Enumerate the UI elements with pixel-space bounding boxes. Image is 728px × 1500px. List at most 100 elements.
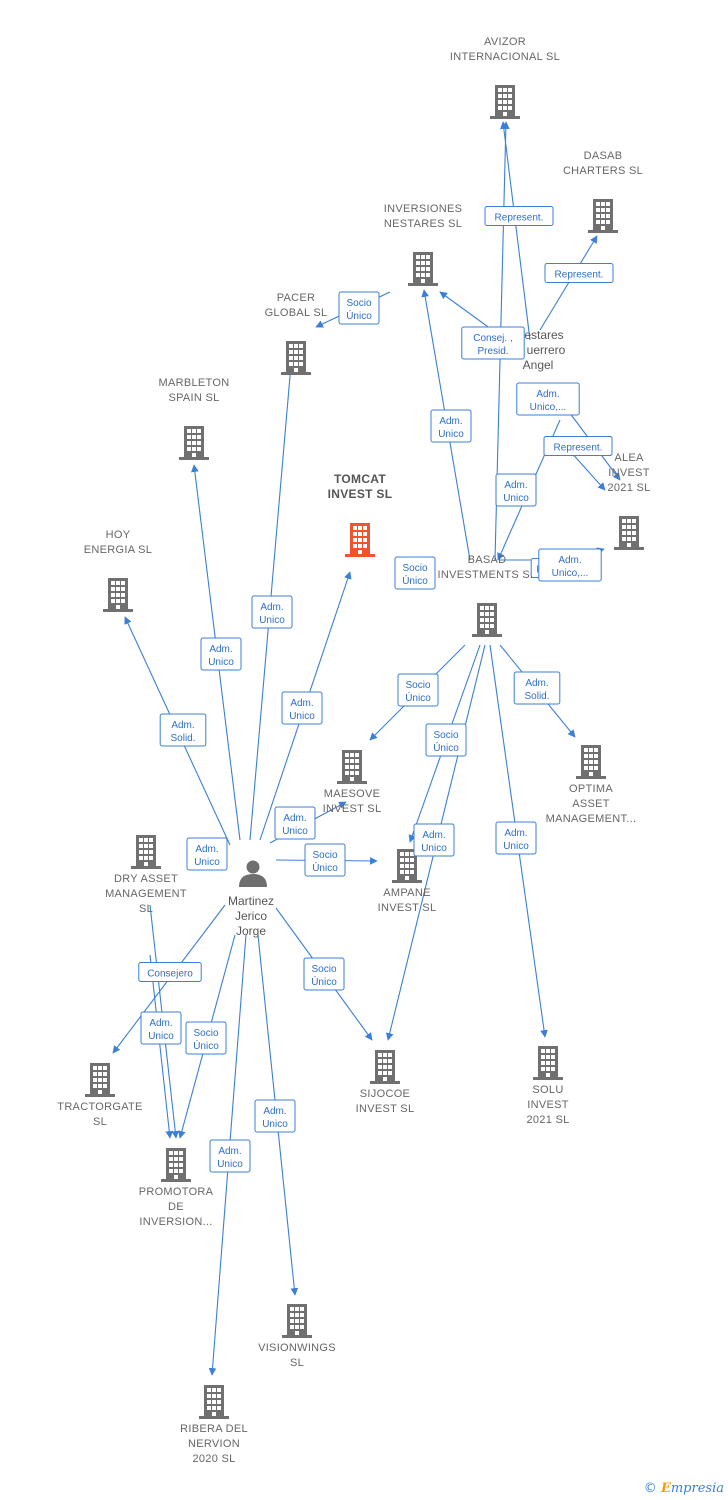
company-label: NERVION [188,1438,240,1450]
company-label: OPTIMA [569,783,613,795]
edge-role-badge[interactable]: Adm.Unico [274,806,316,840]
company-node-optima[interactable]: OPTIMAASSETMANAGEMENT... [546,745,637,825]
company-node-hoy[interactable]: HOY ENERGIA SL [84,529,152,612]
edge-role-badge[interactable]: Adm.Solid. [159,713,207,747]
building-icon [282,1304,312,1338]
building-icon [370,1050,400,1084]
edge-role-badge[interactable]: Adm.Solid. [513,671,561,705]
building-icon [408,252,438,286]
edge-role-label: Único [312,861,338,874]
edge-role-label: Adm. [218,1146,241,1157]
company-label: GLOBAL SL [265,307,328,319]
edge-role-label: Socio [193,1028,218,1039]
company-label: AVIZOR [484,36,526,48]
company-label: SOLU [532,1084,563,1096]
company-label: AMPANE [383,887,430,899]
company-label: SL [290,1357,304,1369]
company-label: INVEST SL [356,1103,415,1115]
edge-role-badge[interactable]: Adm.Unico [495,473,537,507]
edge-role-label: Adm. [149,1018,172,1029]
footer-brand[interactable]: © Empresia [644,1481,724,1496]
edge-role-badge[interactable]: Adm.Unico [430,409,472,443]
edge-role-label: Presid. [477,346,508,357]
copyright-symbol: © [643,1481,657,1496]
edge-role-label: Adm. [290,698,313,709]
edge-role-badge[interactable]: Consejero [138,962,202,982]
edge-role-badge[interactable]: Represent. [544,263,614,283]
building-icon [85,1063,115,1097]
company-label: SIJOCOE [360,1088,410,1100]
edge-role-label: Unico [438,429,464,440]
edge-role-label: Unico [148,1031,174,1042]
company-label: INVERSIONES [384,203,463,215]
edge-role-badge[interactable]: Adm.Unico [186,837,228,871]
edge-role-badge[interactable]: Represent. [484,206,554,226]
company-label: ASSET [572,798,610,810]
edge-line [149,954,174,1139]
edge-role-badge[interactable]: Adm. Unico [140,1011,182,1045]
company-label: HOY [106,529,131,541]
edge-role-badge[interactable]: Adm.Unico,... [516,382,580,416]
company-label: 2021 SL [607,482,650,494]
edge-role-label: Unico [194,857,220,868]
company-label: NESTARES SL [384,218,462,230]
edge-role-badge[interactable]: Adm.Unico [200,637,242,671]
company-label: ENERGIA SL [84,544,152,556]
company-label: INVEST [608,467,650,479]
edge-role-badge[interactable]: Adm.Unico [413,823,455,857]
company-label: INVESTMENTS SL [438,569,537,581]
edge-role-badge[interactable]: Adm.Unico [209,1139,251,1173]
edge-role-badge[interactable]: Adm.Unico [251,595,293,629]
edge-role-label: Unico,... [552,568,589,579]
edge-role-label: Unico,... [530,402,567,413]
company-node-basad[interactable]: BASAD INVESTMENTS SL [438,554,537,637]
brand-logo-text: mpresia [670,1481,724,1496]
edge-role-label: Unico [259,615,285,626]
edge-role-badge[interactable]: Consej. ,Presid. [461,326,525,360]
edge-role-label: Socio [433,730,458,741]
badges-layer: Represent. Represent. Represent. Consej. ,P… [138,206,614,1173]
person-label: uerrero [527,343,566,357]
company-node-inversiones[interactable]: INVERSIONES NESTARES SL [384,203,463,286]
edge-role-label: Único [346,309,372,322]
company-label: MAESOVE [324,788,381,800]
building-icon [103,578,133,612]
company-node-promotora[interactable]: PROMOTORADEINVERSION... [139,1148,214,1228]
company-label: CHARTERS SL [563,165,643,177]
edge-role-badge[interactable]: Adm.Unico,... [538,548,602,582]
edge-role-badge[interactable]: Adm.Unico [281,691,323,725]
edge-role-badge[interactable]: Adm.Unico [254,1099,296,1133]
edge-role-badge[interactable]: Represent. [543,436,613,456]
company-label: BASAD [468,554,507,566]
edge-role-badge[interactable]: Adm.Unico [495,821,537,855]
edge-role-label: Solid. [524,691,549,702]
company-label: DE [168,1201,184,1213]
company-node-sijocoe[interactable]: SIJOCOE INVEST SL [356,1050,415,1115]
person-label: Martinez [228,894,274,908]
edge-role-label: Consejero [147,969,193,980]
